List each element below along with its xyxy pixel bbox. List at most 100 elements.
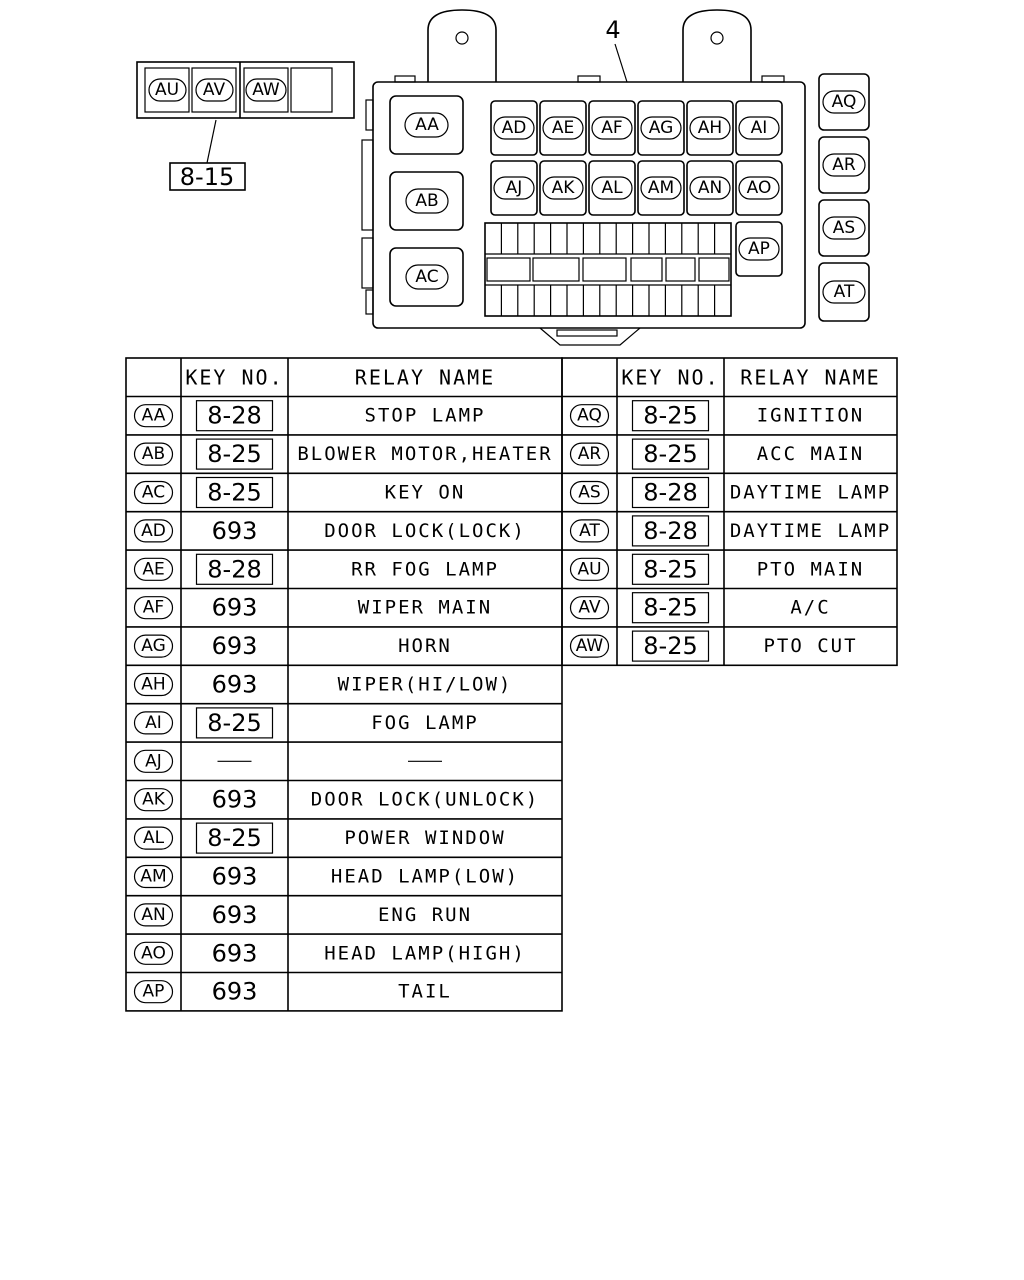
relay-name: DAYTIME LAMP	[730, 482, 891, 504]
relay-name: WIPER MAIN	[358, 597, 492, 619]
side-slot-av-label: AV	[203, 80, 226, 100]
key-no: 8-25	[207, 824, 261, 852]
relay-id: AL	[143, 828, 165, 848]
side-relay-block: AU AV AW 8-15	[136, 61, 355, 191]
relay-id: AN	[141, 905, 165, 925]
relay-name: BLOWER MOTOR,HEATER	[297, 443, 552, 465]
relay-name: ACC MAIN	[757, 443, 865, 465]
box-relay-ai: AI	[751, 118, 768, 138]
key-no: 693	[212, 901, 258, 929]
relay-id: AW	[576, 636, 604, 656]
box-relay-ac: AC	[415, 267, 438, 287]
box-relay-ak: AK	[552, 178, 576, 198]
key-no: 693	[212, 863, 258, 891]
box-relay-ag: AG	[649, 118, 674, 138]
relay-id: AE	[142, 559, 164, 579]
key-no: 8-25	[207, 440, 261, 468]
box-relay-ap: AP	[748, 239, 770, 259]
relay-name: HEAD LAMP(LOW)	[331, 866, 519, 888]
right-relay-as: AS	[833, 218, 855, 238]
key-no: 693	[212, 632, 258, 660]
right-relay-aq: AQ	[832, 92, 857, 112]
right-table-header-key-no: KEY NO.	[621, 365, 719, 389]
box-row2: AJ AK AL AM AN AO	[490, 160, 783, 216]
box-relay-ao: AO	[747, 178, 772, 198]
box-relay-ah: AH	[698, 118, 722, 138]
table-row: AL 8-25 POWER WINDOW	[133, 822, 505, 854]
key-no: 693	[212, 517, 258, 545]
relay-name: IGNITION	[757, 405, 865, 427]
side-slot-av: AV	[195, 78, 234, 102]
side-block-ref: 8-15	[180, 163, 234, 191]
key-no: 8-25	[643, 440, 697, 468]
junction-box: 4 AA AB AC AD AE	[361, 9, 806, 346]
relay-name: STOP LAMP	[365, 405, 486, 427]
relay-name: DOOR LOCK(LOCK)	[324, 520, 526, 542]
relay-name: TAIL	[398, 981, 452, 1003]
relay-name: PTO CUT	[763, 635, 857, 657]
key-no: 8-25	[207, 479, 261, 507]
box-relay-am: AM	[648, 178, 674, 198]
relay-name: FOG LAMP	[371, 712, 479, 734]
table-row: AJ	[133, 749, 442, 773]
key-no: 693	[212, 978, 258, 1006]
left-table-header-relay-name: RELAY NAME	[355, 365, 495, 389]
relay-name: DOOR LOCK(UNLOCK)	[311, 789, 539, 811]
relay-id: AO	[141, 943, 166, 963]
box-row1: AD AE AF AG AH AI	[490, 100, 783, 156]
left-table-header-key-no: KEY NO.	[185, 365, 283, 389]
part-number-label: 4	[605, 16, 620, 44]
relay-id: AR	[578, 444, 602, 464]
relay-name: RR FOG LAMP	[351, 558, 499, 580]
right-relay-ar: AR	[832, 155, 856, 175]
relay-id: AG	[141, 636, 166, 656]
table-row: AB 8-25 BLOWER MOTOR,HEATER	[133, 438, 552, 470]
key-no: 8-25	[643, 632, 697, 660]
box-relay-aj: AJ	[506, 178, 523, 198]
relay-id: AH	[141, 675, 165, 695]
relay-id: AC	[142, 483, 165, 503]
relay-id: AP	[143, 982, 165, 1002]
relay-name: A/C	[790, 597, 830, 619]
relay-id: AT	[579, 521, 600, 541]
table-row: AF 693 WIPER MAIN	[133, 594, 492, 622]
side-slot-aw-label: AW	[252, 80, 280, 100]
table-row: AD 693 DOOR LOCK(LOCK)	[133, 517, 526, 545]
key-no: 8-25	[643, 594, 697, 622]
box-relay-ab: AB	[415, 191, 438, 211]
relay-id: AQ	[577, 406, 602, 426]
relay-id: AF	[143, 598, 164, 618]
key-no: 8-28	[643, 479, 697, 507]
relay-name: POWER WINDOW	[344, 827, 505, 849]
table-row: AW 8-25 PTO CUT	[569, 630, 857, 662]
key-no: 8-25	[643, 555, 697, 583]
table-row: AP 693 TAIL	[133, 978, 452, 1006]
table-row: AE 8-28 RR FOG LAMP	[133, 553, 499, 585]
relay-id: AB	[142, 444, 165, 464]
side-slot-au: AU	[148, 78, 187, 102]
relay-id: AD	[141, 521, 166, 541]
key-no: 8-28	[643, 517, 697, 545]
key-no: 8-28	[207, 555, 261, 583]
relay-id: AS	[578, 483, 600, 503]
relay-name: PTO MAIN	[757, 558, 865, 580]
right-relay-at: AT	[834, 282, 855, 302]
relay-name: KEY ON	[385, 482, 466, 504]
box-relay-ad: AD	[502, 118, 527, 138]
relay-name: WIPER(HI/LOW)	[338, 674, 513, 696]
key-no: 693	[212, 786, 258, 814]
side-slot-aw: AW	[245, 78, 287, 102]
key-no: 693	[212, 594, 258, 622]
relay-id: AJ	[145, 751, 162, 771]
relay-id: AA	[142, 406, 166, 426]
